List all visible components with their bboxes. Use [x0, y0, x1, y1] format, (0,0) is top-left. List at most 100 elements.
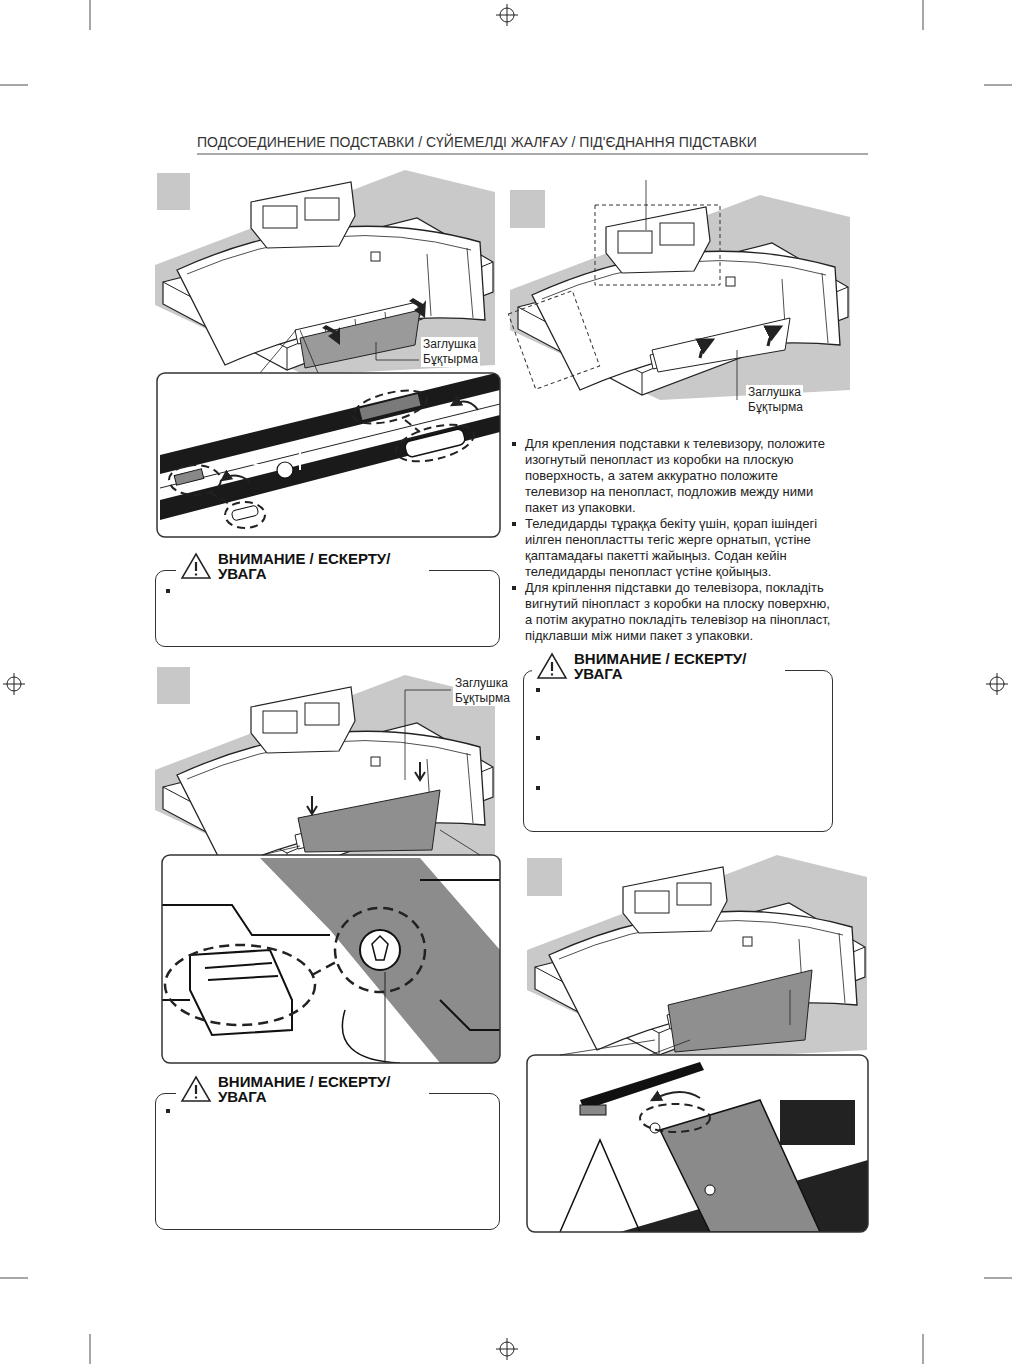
- caution-box: ВНИМАНИЕ / ЕСКЕРТУ/ УВАГА: [155, 1093, 500, 1230]
- step3-detail-part-part: [260, 858, 500, 1063]
- step1-detail: [157, 372, 500, 537]
- step3-detail-part-part: [162, 999, 190, 1001]
- step1-detail-part-part: [277, 462, 293, 478]
- step4-detail-part: [527, 1055, 868, 1232]
- part-name: Заглушка: [453, 676, 510, 691]
- step-number-boxes-part: [510, 190, 545, 228]
- warning-mark: [195, 562, 197, 576]
- caution-box: ВНИМАНИЕ / ЕСКЕРТУ/ УВАГА: [155, 570, 500, 647]
- page-title: ПОДСОЕДИНЕНИЕ ПОДСТАВКИ / СҮЙЕМЕЛДІ ЖАЛҒ…: [197, 134, 757, 150]
- warning-icon: [180, 1075, 212, 1103]
- step2-scene-part: [646, 180, 647, 230]
- step2-scene-part: [595, 205, 720, 285]
- caution-bullets-part: [536, 688, 540, 692]
- caution-heading: ВНИМАНИЕ / ЕСКЕРТУ/ УВАГА: [574, 651, 779, 681]
- crop-marks-part: [984, 1278, 1012, 1279]
- caution-bullets-part: [166, 1109, 170, 1113]
- step1-detail-part: [160, 373, 500, 528]
- step-number-boxes-part: [527, 858, 562, 896]
- step3-scene-part: [415, 762, 425, 780]
- step1-detail-part-part: [404, 428, 466, 458]
- step1-detail-part: [157, 373, 500, 537]
- registration-marks-part: [496, 1338, 518, 1360]
- caution-header: ВНИМАНИЕ / ЕСКЕРТУ/ УВАГА: [532, 651, 785, 681]
- step3-detail-part: [440, 830, 480, 855]
- step1-detail-part-part-part: [392, 418, 477, 468]
- step2-scene-part: [700, 340, 712, 358]
- instruction-text: Теледидарды тұраққа бекіту үшін, қорап і…: [525, 516, 837, 580]
- step4-detail-part: [560, 1062, 868, 1232]
- step4-detail-part-part: [780, 1100, 855, 1145]
- part-name: Заглушка: [746, 385, 803, 400]
- crop-marks-part: [923, 0, 924, 30]
- warning-triangle: [182, 1077, 210, 1101]
- step3-detail-part-part: [190, 950, 292, 1035]
- crop-marks-part: [0, 85, 28, 86]
- warning-icon: [536, 652, 568, 680]
- step3-scene-part: [298, 790, 440, 852]
- instruction-text: Для кріплення підставки до телевізора, п…: [525, 580, 837, 644]
- step1-detail-part-part-part: [225, 502, 265, 528]
- caution-heading: ВНИМАНИЕ / ЕСКЕРТУ/ УВАГА: [218, 551, 423, 581]
- crop-marks-part: [0, 1278, 28, 1279]
- step1-detail-part-part: [231, 505, 259, 521]
- step4-detail-part: [527, 1055, 868, 1232]
- registration-marks-part: [496, 4, 518, 26]
- step1-scene-part: [322, 325, 340, 345]
- step1-scene: [155, 170, 495, 375]
- caution-bullets-part: [536, 736, 540, 740]
- step1-scene-part: [155, 170, 495, 375]
- step1-detail-part-part: [452, 401, 478, 410]
- instruction-text: Для крепления подставки к телевизору, по…: [525, 436, 837, 516]
- step4-detail-part: [650, 1040, 690, 1055]
- step1-detail-part-part: [160, 404, 500, 488]
- step2-scene-part: [652, 318, 790, 372]
- caution-header: ВНИМАНИЕ / ЕСКЕРТУ/ УВАГА: [176, 1074, 429, 1104]
- step4-scene-part: [790, 990, 791, 1025]
- caution-header: ВНИМАНИЕ / ЕСКЕРТУ/ УВАГА: [176, 551, 429, 581]
- part-name: Бұқтырма: [421, 352, 480, 367]
- step3-detail-part-part: [205, 963, 278, 980]
- step4-scene-part: [668, 970, 812, 1052]
- step-number-boxes-part: [157, 173, 190, 210]
- step2-scene-part: [510, 195, 850, 400]
- step4-detail-part-part: [650, 1123, 660, 1133]
- step2-scene-part: [737, 350, 738, 400]
- step3-scene: [155, 675, 495, 880]
- caution-bullets-part: [536, 786, 540, 790]
- step4-detail-part-part: [580, 1062, 704, 1110]
- registration-marks-part: [3, 673, 25, 695]
- step3-detail-part-part: [165, 908, 425, 1025]
- step4-detail-part-part: [652, 1092, 700, 1100]
- step2-scene-part: [508, 291, 599, 389]
- step3-detail-part-part-part: [312, 962, 336, 975]
- warning-triangle: [538, 654, 566, 678]
- caution-box: ВНИМАНИЕ / ЕСКЕРТУ/ УВАГА: [523, 670, 833, 832]
- step1-detail-part-part: [250, 452, 300, 470]
- part-name: Бұқтырма: [746, 400, 805, 415]
- step1-detail-part-part-part: [210, 492, 232, 506]
- step4-detail-part-part: [560, 1140, 640, 1232]
- part-name: Заглушка: [421, 337, 478, 352]
- step4-scene-part: [527, 855, 867, 1060]
- step1-scene-part: [300, 310, 420, 368]
- step4-detail-part-part: [580, 1105, 606, 1115]
- step1-detail-part-part-part: [405, 420, 420, 432]
- step4-scene: [527, 855, 867, 1060]
- warning-mark: [551, 662, 553, 676]
- warning-triangle: [182, 554, 210, 578]
- registration-marks-part: [986, 673, 1008, 695]
- step1-detail-part-part: [160, 415, 500, 520]
- step2-scene-part: [768, 327, 780, 346]
- part-name: Бұқтырма: [453, 691, 512, 706]
- step3-detail-part: [162, 855, 500, 1063]
- step3-detail-part: [162, 855, 500, 1063]
- warning-mark: [195, 1085, 197, 1099]
- step1-detail-part: [157, 373, 500, 537]
- step3-detail-part-part: [342, 1010, 400, 1063]
- step3-detail: [162, 830, 500, 1063]
- step4-detail: [527, 1040, 868, 1232]
- step1-detail-part-part: [174, 469, 204, 485]
- caution-bullets: [166, 589, 540, 1113]
